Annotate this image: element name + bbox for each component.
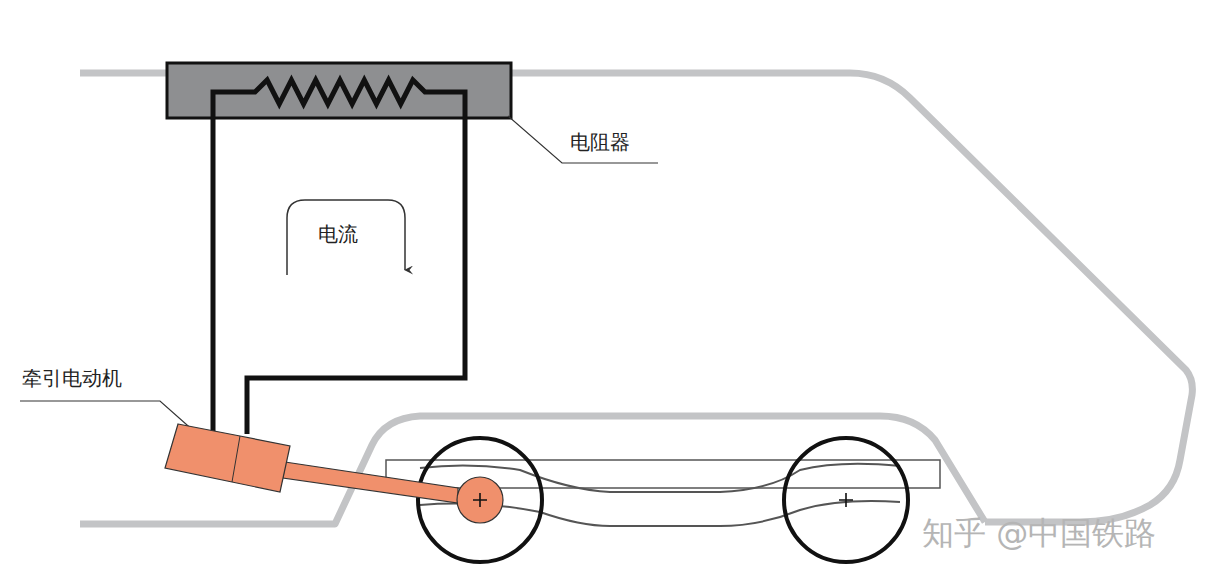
wheel-hub bbox=[457, 477, 503, 523]
current-label: 电流 bbox=[318, 222, 358, 246]
traction-motor bbox=[165, 424, 290, 492]
leader-line bbox=[508, 116, 658, 163]
wheel bbox=[784, 438, 908, 562]
train-roof bbox=[80, 73, 1192, 522]
motor-seam bbox=[232, 436, 240, 482]
part-label: 电阻器 bbox=[570, 130, 630, 154]
current-arrow bbox=[287, 200, 405, 275]
part-label: 牵引电动机 bbox=[22, 366, 122, 390]
watermark: 知乎 @中国铁路 bbox=[922, 514, 1156, 552]
axle-mark bbox=[839, 493, 853, 507]
axle-mark bbox=[473, 493, 487, 507]
circuit-wire bbox=[213, 80, 465, 434]
drive-rod bbox=[283, 462, 458, 503]
